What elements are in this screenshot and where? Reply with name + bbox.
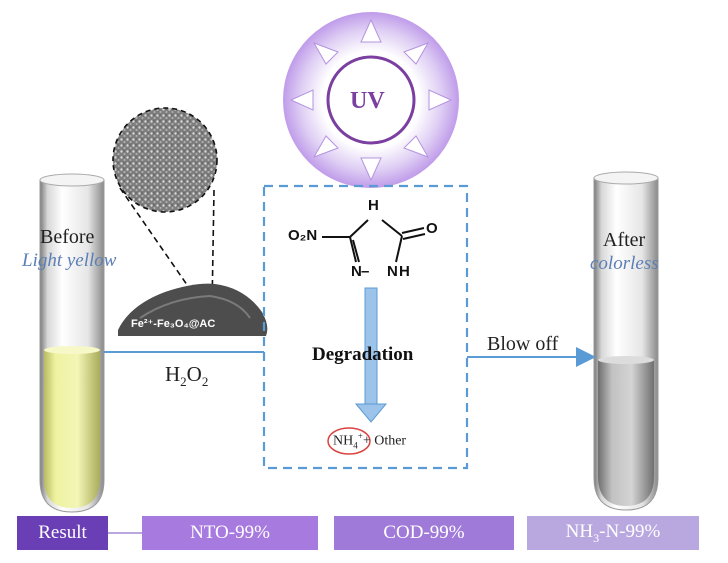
catalyst-powder-icon (118, 283, 268, 336)
oxidant-label: H2O2 (165, 362, 208, 390)
products-label: NH4++ Other (333, 431, 406, 450)
cod-value: COD-99% (383, 522, 465, 543)
after-test-tube-icon (593, 171, 659, 511)
reaction-box (262, 184, 469, 470)
products-rest: + Other (362, 433, 407, 449)
ammonium-base: NH (333, 433, 354, 449)
uv-label: UV (350, 88, 385, 114)
oxidant-sub-1: 2 (180, 374, 187, 390)
blow-off-label: Blow off (487, 333, 559, 355)
result-label: Result (38, 522, 87, 543)
after-title: After (603, 229, 646, 251)
result-badge: Result (17, 516, 108, 550)
molecule-h-right: H (399, 263, 410, 280)
nto-badge: NTO-99% (142, 516, 318, 550)
oxidant-h: H (165, 362, 181, 386)
after-subtitle: colorless (590, 253, 659, 274)
ammonium-sup: + (357, 431, 363, 441)
before-title: Before (40, 226, 95, 248)
nh3-sub: 3 (593, 530, 600, 545)
nto-molecule-icon (322, 219, 426, 263)
uv-sun-icon (283, 12, 459, 188)
degradation-label: Degradation (312, 344, 414, 365)
nh3-value: NH3-N-99% (566, 521, 661, 546)
ammonium-sub: 4 (353, 440, 358, 451)
nh3-badge: NH3-N-99% (527, 516, 699, 550)
before-subtitle: Light yellow (22, 250, 117, 271)
oxidant-o: O (186, 362, 202, 386)
degradation-arrow-icon (354, 287, 388, 423)
oxidant-sub-2: 2 (201, 374, 209, 390)
molecule-n-right: N (387, 263, 398, 280)
nh3-prefix: NH (565, 520, 594, 542)
cod-badge: COD-99% (334, 516, 514, 550)
nto-value: NTO-99% (190, 522, 270, 543)
molecule-substituent: O₂N (288, 227, 318, 244)
molecule-oxygen: O (426, 220, 438, 237)
before-test-tube-icon (39, 173, 105, 513)
molecule-n-left: N (351, 263, 362, 280)
molecule-dash: – (361, 263, 370, 280)
catalyst-label: Fe²⁺-Fe₃O₄@AC (131, 318, 216, 330)
molecule-h-top: H (368, 197, 379, 214)
ammonium-highlight (327, 427, 371, 455)
nh3-suffix: -N-99% (599, 520, 661, 542)
